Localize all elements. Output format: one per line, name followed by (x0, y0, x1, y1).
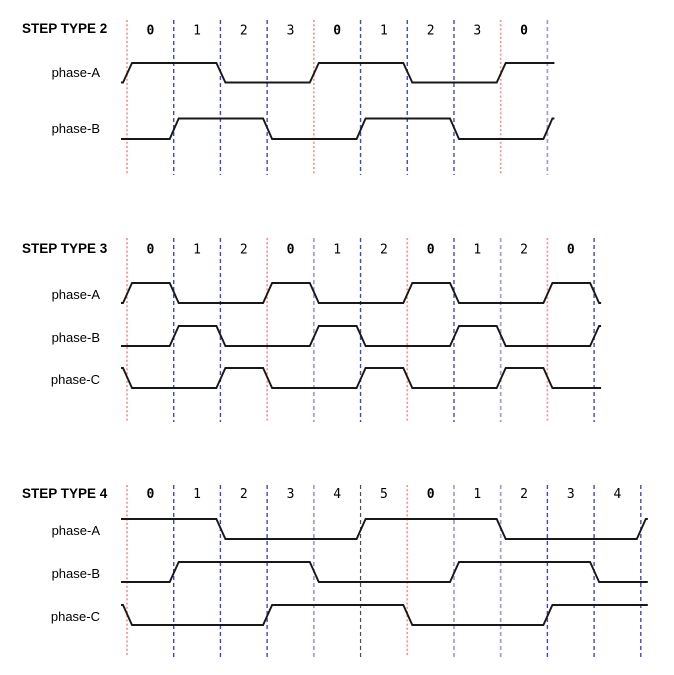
step-number: 3 (473, 24, 481, 39)
phase-label-b: phase-B (51, 121, 100, 136)
waveform-phase-b (121, 561, 648, 583)
step-boundary-lines (126, 238, 595, 422)
phase-label-a: phase-A (51, 65, 100, 80)
step-numbers: 0 1 2 3 4 5 0 1 2 3 4 (146, 487, 621, 502)
step-numbers: 0 1 2 3 0 1 2 3 0 (146, 24, 528, 39)
step-number: 0 (146, 24, 154, 39)
step-number: 0 (146, 487, 154, 502)
step-number: 1 (473, 243, 481, 258)
step-number: 2 (520, 487, 528, 502)
waveform-phase-c (121, 604, 648, 626)
section-step-type-3: 0 1 2 0 1 2 0 1 2 0 (121, 238, 602, 422)
step-number: 4 (614, 487, 622, 502)
step-number: 2 (380, 243, 388, 258)
waveform-phase-a (121, 518, 648, 540)
step-number: 1 (380, 24, 388, 39)
step-number: 0 (333, 24, 341, 39)
step-number: 0 (427, 243, 435, 258)
step-number: 2 (240, 243, 248, 258)
step-boundary-lines (126, 20, 549, 175)
step-number: 3 (287, 24, 295, 39)
waveform-phase-c (121, 367, 602, 389)
step-number: 2 (520, 243, 528, 258)
step-number: 2 (427, 24, 435, 39)
step-number: 1 (473, 487, 481, 502)
section-step-type-2: 0 1 2 3 0 1 2 3 0 (121, 20, 555, 175)
waveform-phase-a (121, 62, 555, 84)
waveform-phase-b (121, 325, 602, 347)
step-number: 0 (146, 243, 154, 258)
step-number: 3 (567, 487, 575, 502)
phase-label-c: phase-C (50, 609, 100, 624)
step-number: 0 (287, 243, 295, 258)
step-number: 5 (380, 487, 388, 502)
phase-label-c: phase-C (50, 372, 100, 387)
step-number: 0 (520, 24, 528, 39)
step-number: 1 (333, 243, 341, 258)
step-number: 2 (240, 487, 248, 502)
phase-label-a: phase-A (51, 287, 100, 302)
step-number: 4 (333, 487, 341, 502)
phase-label-b: phase-B (51, 330, 100, 345)
step-number: 0 (427, 487, 435, 502)
waveform-phase-a (121, 282, 602, 304)
phase-label-a: phase-A (51, 523, 100, 538)
step-number: 2 (240, 24, 248, 39)
step-number: 3 (287, 487, 295, 502)
section-step-type-4: 0 1 2 3 4 5 0 1 2 3 4 (121, 485, 648, 657)
waveform-phase-b (121, 117, 555, 140)
step-number: 1 (193, 243, 201, 258)
section-title-step-type-3: STEP TYPE 3 (22, 241, 108, 256)
step-number: 0 (567, 243, 575, 258)
section-title-step-type-4: STEP TYPE 4 (22, 486, 108, 501)
step-numbers: 0 1 2 0 1 2 0 1 2 0 (146, 243, 574, 258)
step-number: 1 (193, 487, 201, 502)
step-boundary-lines (126, 485, 642, 657)
phase-label-b: phase-B (51, 566, 100, 581)
section-title-step-type-2: STEP TYPE 2 (22, 21, 108, 36)
step-number: 1 (193, 24, 201, 39)
